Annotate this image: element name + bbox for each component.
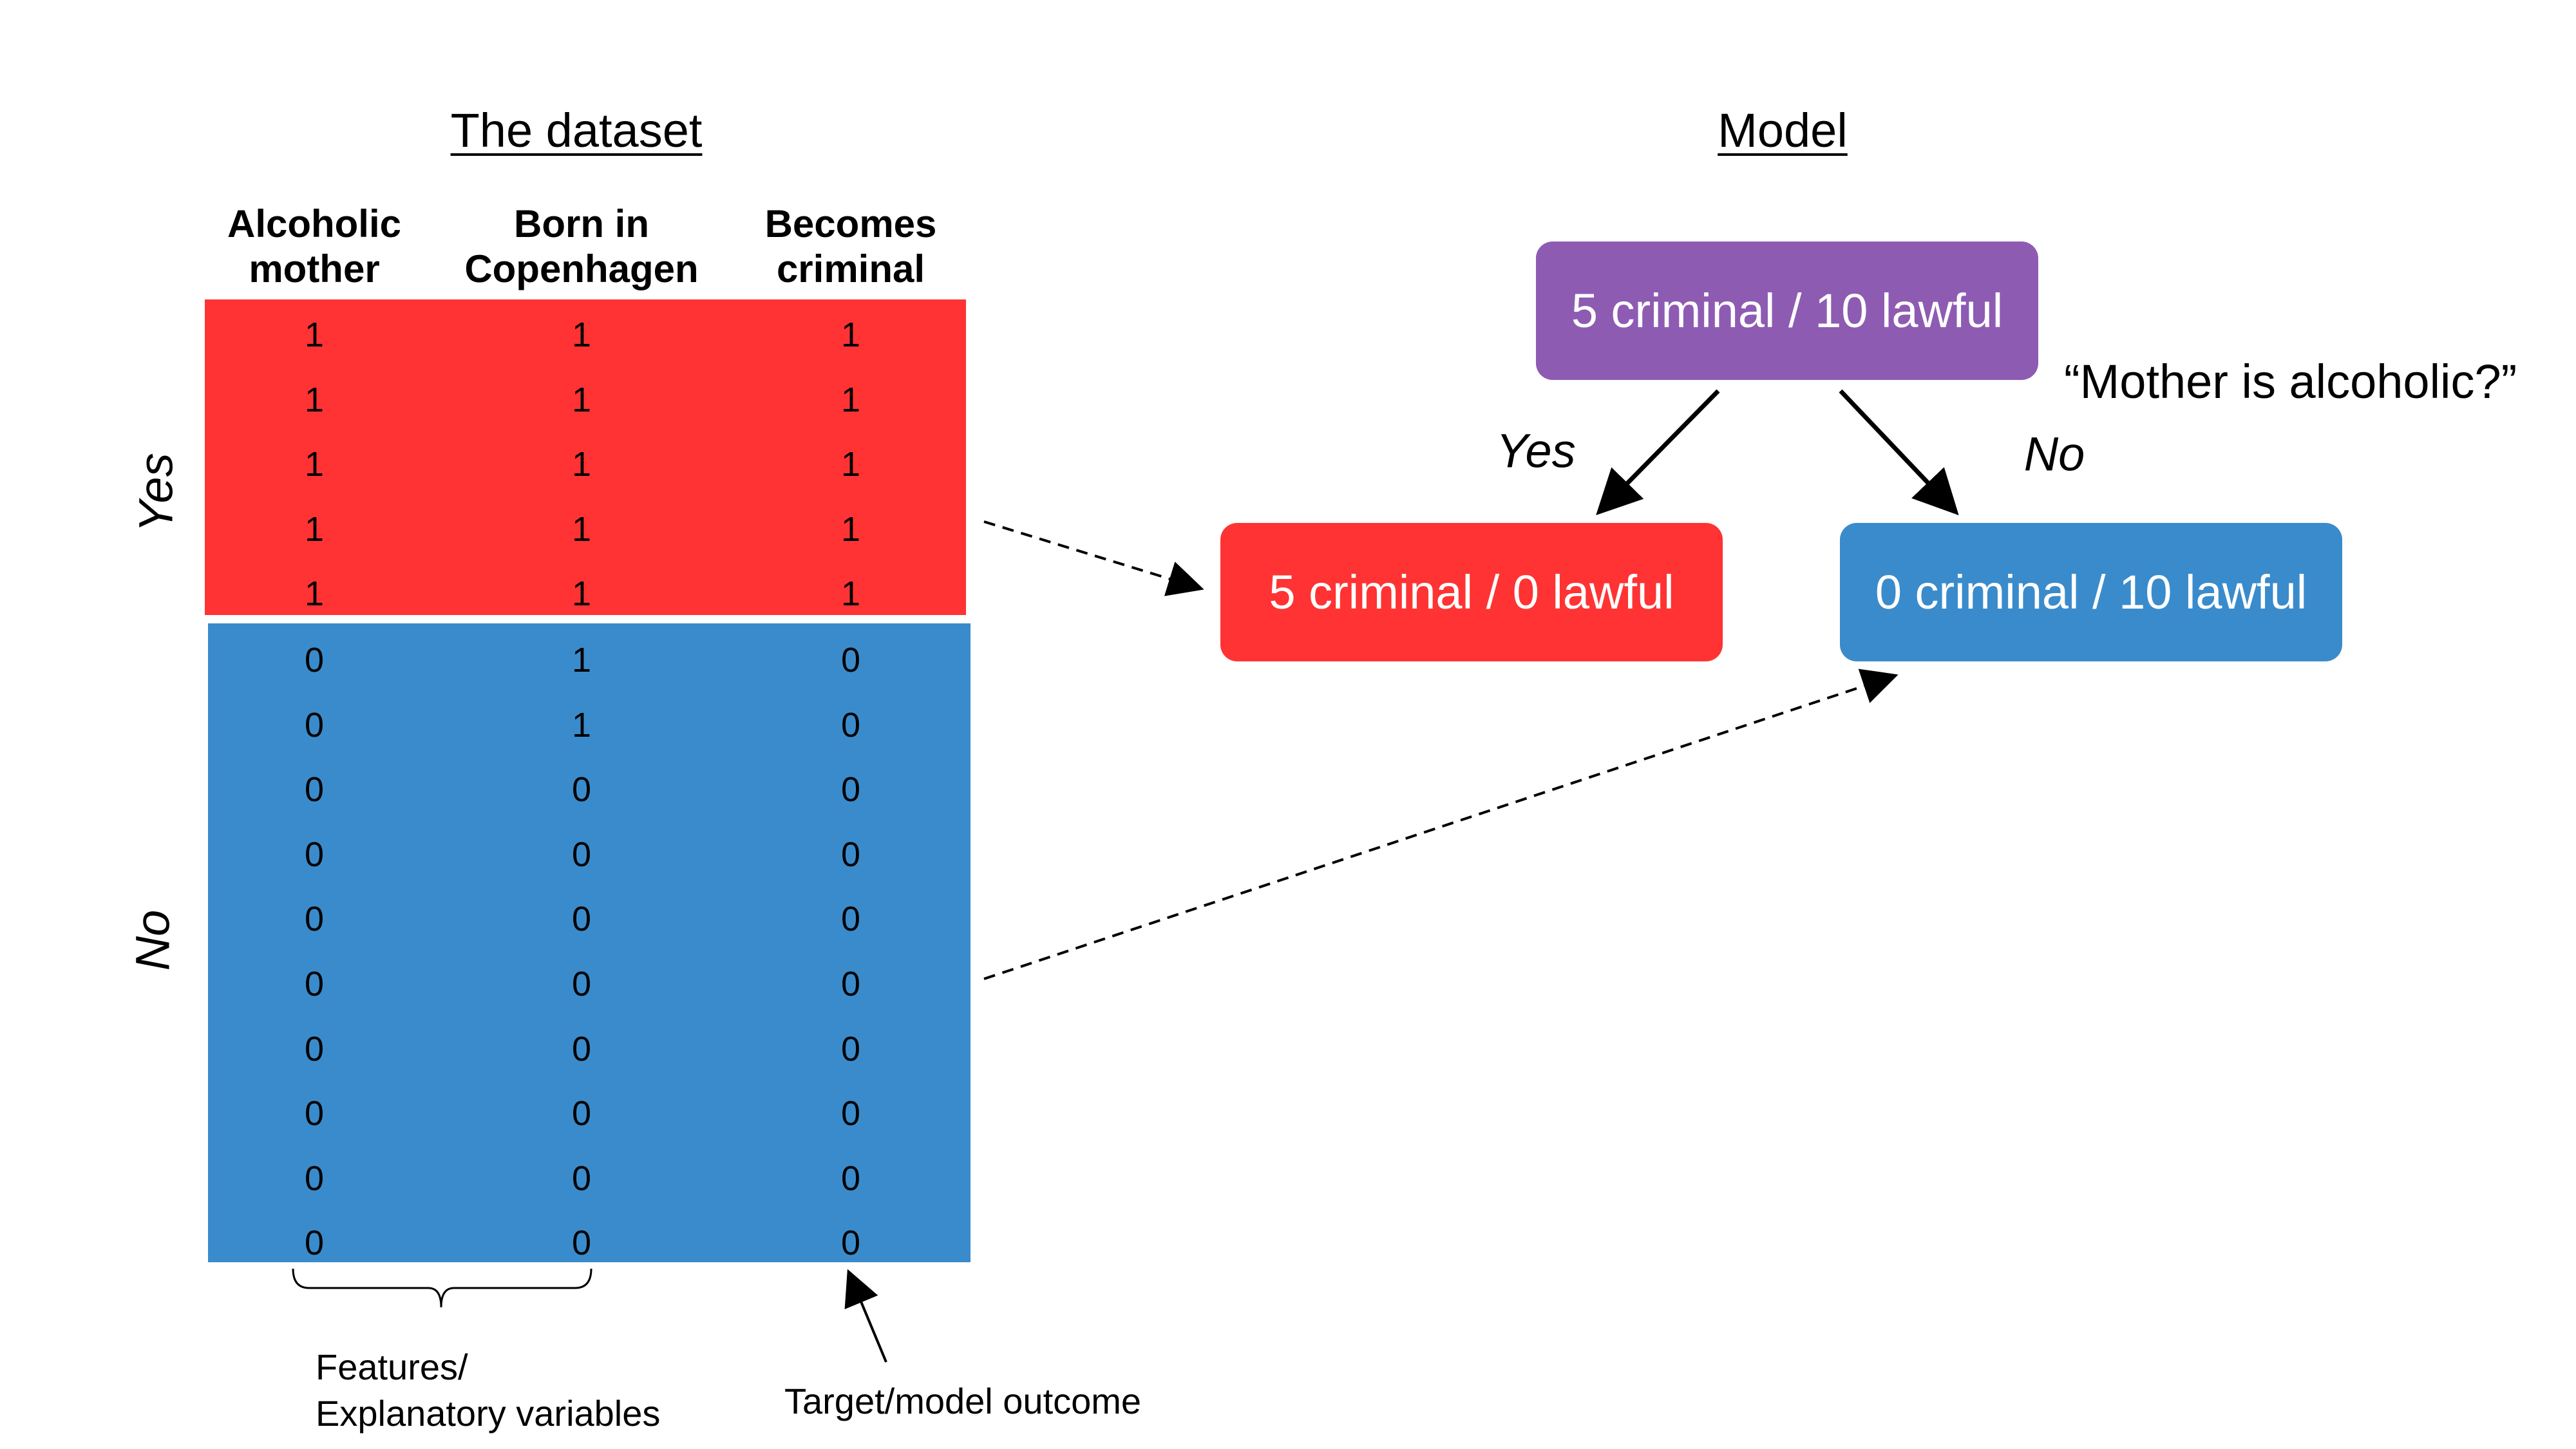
table-cell: 0: [304, 835, 325, 874]
dataset-title: The dataset: [450, 104, 703, 157]
table-cell: 0: [304, 770, 325, 810]
table-cell: 0: [571, 770, 592, 810]
table-cell: 1: [571, 316, 592, 354]
no-branch-arrow: [1839, 389, 1959, 516]
table-cell: 1: [840, 509, 861, 549]
table-cell: 0: [571, 1224, 592, 1263]
table-cell: 0: [304, 641, 325, 679]
features-note: Features/ Explanatory variables: [316, 1344, 660, 1437]
table-cell: 0: [304, 1159, 325, 1198]
column-header-line: criminal: [776, 247, 925, 290]
features-note-line: Features/: [316, 1347, 468, 1387]
table-cell: 1: [304, 380, 325, 419]
column-header-alcoholic-mother: Alcoholic mother: [227, 202, 401, 292]
no-side-label: No: [126, 909, 180, 971]
target-arrow: [844, 1269, 887, 1363]
table-cell: 0: [840, 900, 861, 939]
features-note-line: Explanatory variables: [316, 1393, 661, 1434]
left-leaf-node: 5 criminal / 0 lawful: [1220, 523, 1723, 661]
column-header-line: Becomes: [764, 202, 937, 245]
column-header-line: mother: [249, 247, 380, 290]
table-cell: 1: [840, 574, 861, 614]
table-cell: 1: [304, 316, 325, 354]
table-cell: 0: [840, 641, 861, 679]
table-cell: 0: [571, 965, 592, 1003]
table-cell: 0: [571, 1094, 592, 1133]
table-cell: 1: [571, 380, 592, 419]
yes-branch-arrow: [1596, 389, 1720, 515]
table-cell: 1: [840, 380, 861, 419]
column-header-line: Copenhagen: [464, 247, 699, 290]
table-cell: 1: [304, 445, 325, 484]
column-header-becomes-criminal: Becomes criminal: [765, 202, 937, 292]
no-edge-label: No: [2023, 427, 2085, 481]
yes-edge-label: Yes: [1496, 424, 1576, 478]
table-cell: 0: [571, 1029, 592, 1068]
column-header-line: Alcoholic: [227, 202, 402, 245]
table-cell: 1: [571, 574, 592, 614]
table-cell: 0: [840, 965, 861, 1003]
yes-side-label: Yes: [129, 453, 183, 533]
table-cell: 0: [304, 1094, 325, 1133]
table-cell: 0: [840, 1224, 861, 1263]
table-cell: 0: [304, 900, 325, 939]
table-cell: 1: [304, 509, 325, 549]
no-rows-dashed-arrow: [983, 668, 1899, 980]
table-cell: 0: [304, 965, 325, 1003]
table-cell: 1: [304, 574, 325, 614]
yes-rows-block: [205, 299, 966, 615]
table-cell: 0: [840, 1029, 861, 1068]
table-cell: 1: [571, 705, 592, 744]
table-cell: 0: [840, 770, 861, 810]
table-cell: 0: [304, 1029, 325, 1068]
table-cell: 0: [304, 1224, 325, 1263]
model-title: Model: [1718, 104, 1848, 157]
table-cell: 0: [840, 705, 861, 744]
table-cell: 0: [840, 835, 861, 874]
table-cell: 1: [840, 445, 861, 484]
table-cell: 0: [304, 705, 325, 744]
table-cell: 1: [840, 316, 861, 354]
table-cell: 1: [571, 641, 592, 679]
right-leaf-node: 0 criminal / 10 lawful: [1840, 523, 2342, 661]
table-cell: 1: [571, 445, 592, 484]
no-rows-block: [208, 623, 971, 1262]
table-cell: 0: [571, 900, 592, 939]
table-cell: 1: [571, 509, 592, 549]
root-node: 5 criminal / 10 lawful: [1536, 242, 2038, 380]
features-brace: [292, 1268, 592, 1308]
split-question: “Mother is alcoholic?”: [2064, 355, 2517, 408]
yes-rows-dashed-arrow: [983, 520, 1204, 596]
column-header-born-in-copenhagen: Born in Copenhagen: [464, 202, 698, 292]
table-cell: 0: [840, 1094, 861, 1133]
column-header-line: Born in: [514, 202, 649, 245]
table-cell: 0: [571, 835, 592, 874]
table-cell: 0: [571, 1159, 592, 1198]
target-note: Target/model outcome: [784, 1381, 1142, 1421]
table-cell: 0: [840, 1159, 861, 1198]
